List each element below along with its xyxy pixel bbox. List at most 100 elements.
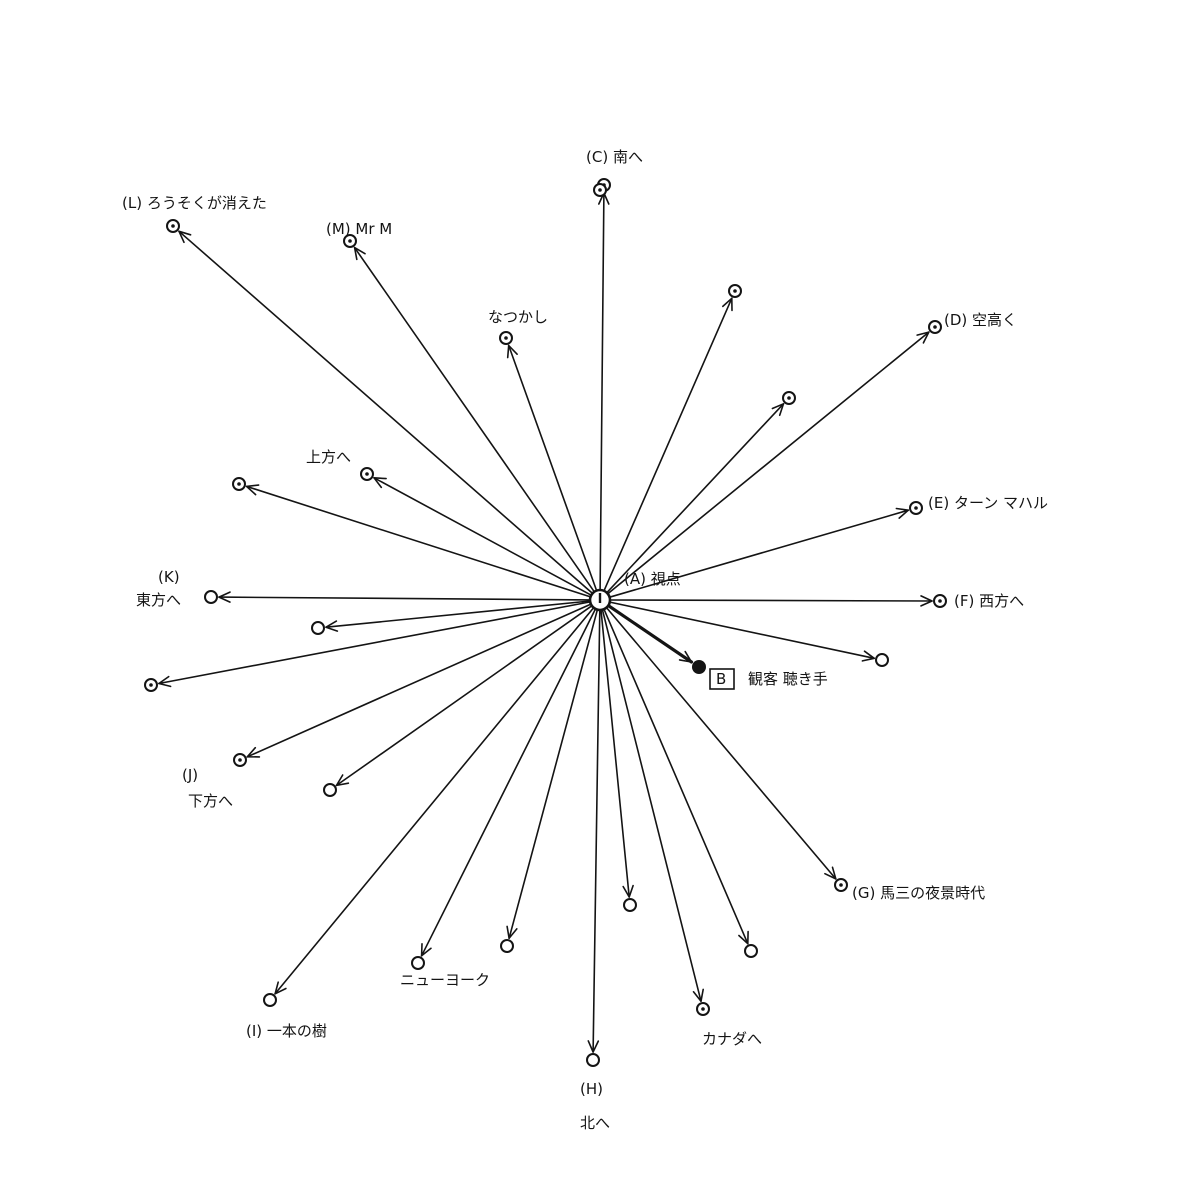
arrowhead-n22 (245, 484, 260, 496)
arrowhead-n20 (325, 620, 339, 632)
arrow-ray-n2 (603, 297, 733, 592)
node-h (586, 1053, 600, 1067)
node-n15 (411, 956, 425, 970)
arrow-ray-g (605, 606, 837, 880)
arrow-ray-n12 (600, 609, 631, 898)
node-label-j: (J) (182, 766, 198, 784)
arrow-ray-n26 (507, 344, 598, 592)
node-dot-f (938, 599, 942, 603)
node-n20 (311, 621, 325, 635)
node-label-n15: ニューヨーク (400, 971, 490, 989)
node-n10 (744, 944, 758, 958)
arrowhead-f (920, 595, 933, 607)
arrowhead-n2 (721, 297, 733, 312)
node-label-detail-j: 下方へ (188, 792, 233, 810)
arrowhead-d (916, 331, 930, 344)
arrowhead-n15 (420, 942, 432, 957)
arrow-ray-n22 (245, 485, 592, 598)
arrow-ray-n7 (608, 601, 876, 660)
node-label-m: (M) Mr M (326, 220, 392, 238)
node-dot-n26 (504, 336, 508, 340)
node-group (144, 178, 947, 1067)
node-label-c: (C) 南へ (586, 148, 643, 166)
node-dot-j (238, 758, 242, 762)
arrow-ray-n17 (335, 604, 593, 787)
hub: (A) 視点 (588, 570, 681, 612)
arrow-ray-e (608, 509, 910, 599)
arrow-ray-i (274, 606, 595, 995)
arrow-ray-n4 (605, 402, 785, 594)
arrow-ray-n19 (158, 601, 592, 685)
arrowhead-h (587, 1040, 600, 1053)
arrow-ray-h (592, 609, 601, 1053)
node-dot-d (933, 325, 937, 329)
node-dot-n19 (149, 683, 153, 687)
arrowhead-n7 (861, 650, 876, 662)
arrow-ray-n11 (601, 608, 702, 1003)
arrow-ray-d (606, 331, 930, 595)
node-label-n11: カナダへ (702, 1030, 762, 1048)
arrowhead-n17 (335, 774, 350, 787)
arrow-ray-k (218, 596, 591, 601)
node-dot-g (839, 883, 843, 887)
node-b (692, 660, 706, 674)
node-label-d: (D) 空高く (944, 311, 1017, 329)
arrowhead-n19 (158, 675, 172, 688)
hub-label: (A) 視点 (624, 570, 681, 588)
node-dot-e (914, 506, 918, 510)
node-i (263, 993, 277, 1007)
arrow-ray-n20 (325, 600, 591, 629)
node-label-detail-k: 東方へ (136, 591, 181, 609)
arrow-ray-l (178, 230, 594, 595)
node-n12 (623, 898, 637, 912)
label-group: (C) 南へ (D) 空高く (E) ターン マハル (F) 西方へ B 観客 聴き手 (G… (122, 148, 1048, 1132)
arrowhead-n26 (506, 344, 518, 359)
node-label-h: (H) (580, 1080, 603, 1098)
node-label-i: (I) 一本の樹 (246, 1022, 327, 1040)
node-label-f: (F) 西方へ (954, 592, 1024, 610)
node-dot-n27 (598, 188, 602, 192)
node-label-box-b (709, 668, 735, 690)
node-dot-n23 (365, 472, 369, 476)
node-dot-n11 (701, 1007, 705, 1011)
arrow-ray-b (606, 603, 694, 664)
ray-group (158, 192, 933, 1053)
node-dot-n4 (787, 396, 791, 400)
arrowhead-j (246, 746, 261, 758)
arrowhead-b (678, 650, 693, 663)
arrow-ray-n15 (420, 608, 597, 957)
node-k (204, 590, 218, 604)
node-label-g: (G) 馬三の夜景時代 (852, 884, 985, 902)
node-label-e: (E) ターン マハル (928, 494, 1048, 512)
arrowhead-i (274, 981, 287, 995)
node-dot-n22 (237, 482, 241, 486)
arrow-ray-m (353, 246, 596, 593)
node-label-n23: 上方へ (306, 448, 351, 466)
arrow-ray-c (599, 192, 605, 591)
arrowhead-m (353, 246, 366, 261)
node-label-detail-b: 観客 聴き手 (748, 670, 828, 688)
node-dot-l (171, 224, 175, 228)
arrow-ray-n23 (373, 476, 593, 597)
arrow-ray-n14 (508, 608, 599, 940)
node-dot-m (348, 239, 352, 243)
node-dot-n2 (733, 289, 737, 293)
node-n7 (875, 653, 889, 667)
arrow-ray-n10 (603, 608, 749, 945)
node-n17 (323, 783, 337, 797)
arrowhead-n11 (692, 988, 705, 1003)
arrowhead-n23 (373, 476, 387, 489)
arrowhead-e (895, 507, 910, 519)
arrowhead-l (178, 230, 192, 244)
node-label-n26: なつかし (488, 308, 548, 326)
arrowhead-n12 (622, 884, 634, 898)
arrowhead-g (824, 866, 837, 880)
node-n14 (500, 939, 514, 953)
node-label-b: B (716, 670, 726, 688)
node-label-l: (L) ろうそくが消えた (122, 194, 267, 212)
node-label-detail-h: 北へ (580, 1114, 610, 1132)
arrowhead-n14 (506, 925, 518, 940)
arrow-ray-f (609, 599, 933, 602)
